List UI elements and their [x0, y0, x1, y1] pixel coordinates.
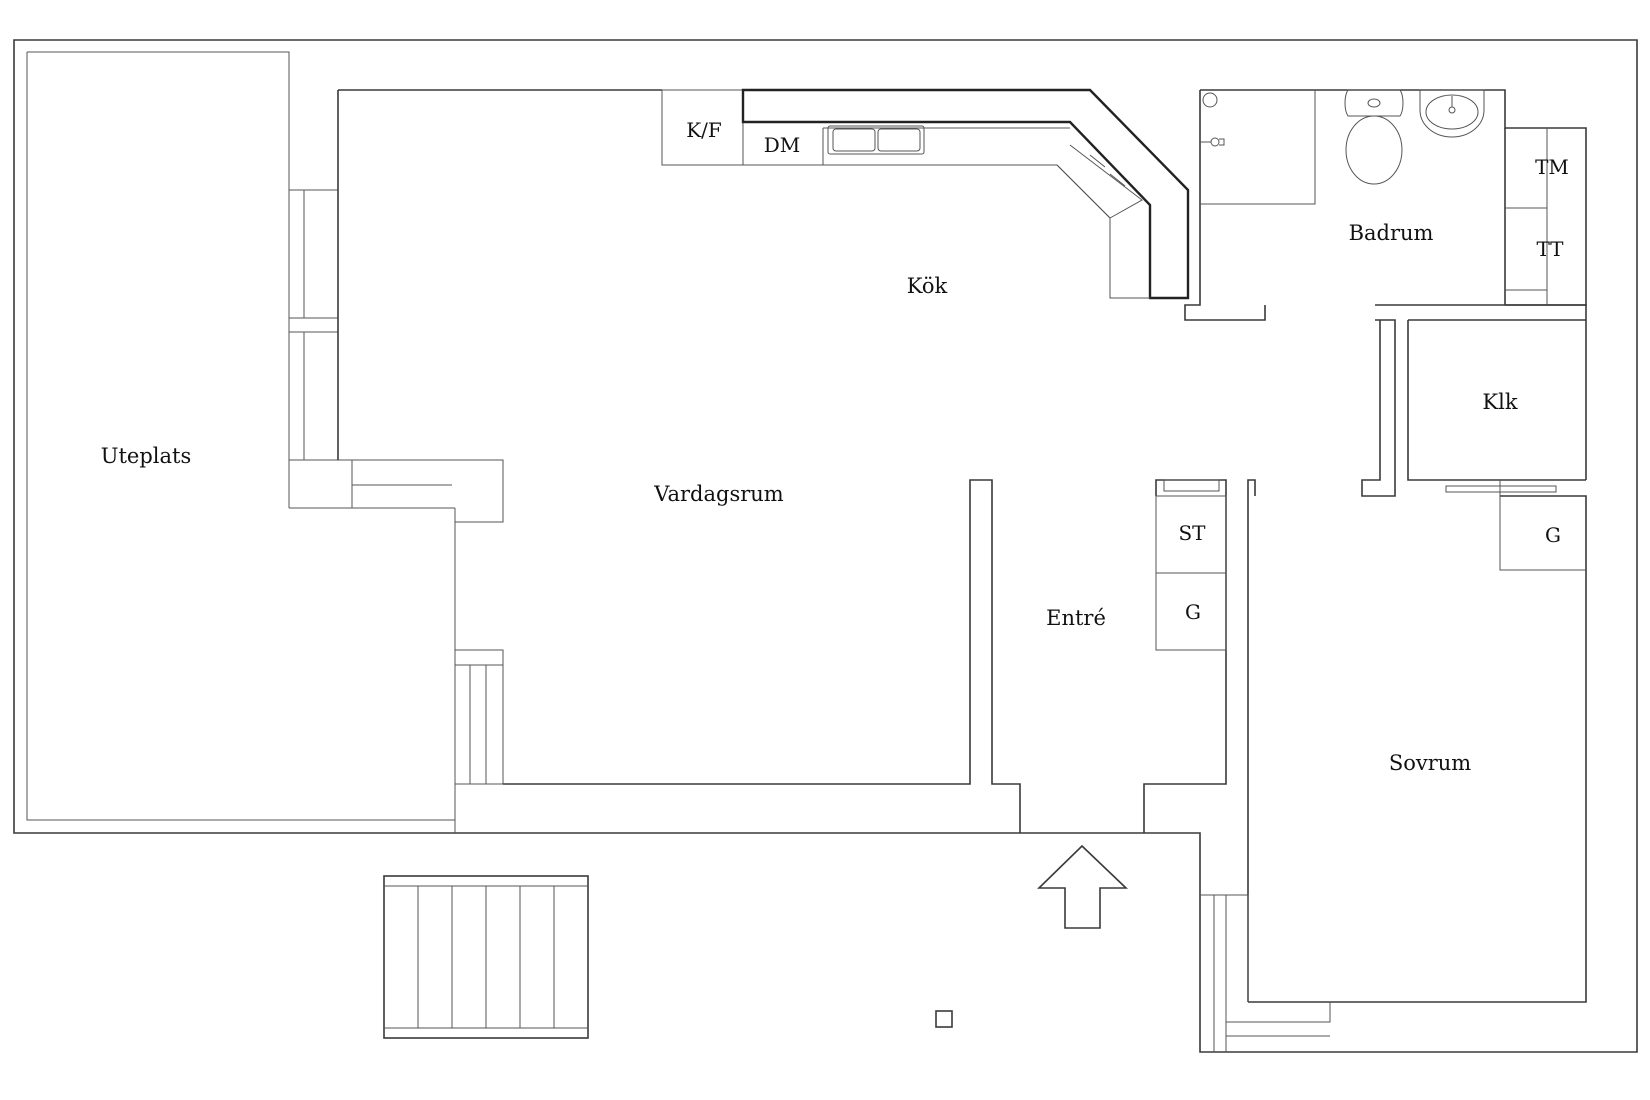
room-label-uteplats: Uteplats [101, 444, 191, 468]
post-marker [935, 1010, 953, 1028]
fixture-label-kf: K/F [686, 118, 722, 142]
fixture-label-dm: DM [764, 133, 801, 157]
exterior-wall [13, 39, 1638, 1053]
fixture-label-g-entre: G [1185, 600, 1201, 624]
washbasin-icon [1419, 89, 1485, 138]
toilet-icon [1344, 89, 1404, 185]
terrace [26, 51, 504, 833]
kitchen-counter [661, 88, 1190, 300]
room-label-entre: Entré [1046, 606, 1106, 630]
kitchen-sink-icon [827, 125, 925, 155]
entrance-storage [1155, 479, 1227, 651]
bedroom-walls [1200, 495, 1587, 1052]
outdoor-deck [383, 875, 589, 1039]
fixture-label-tm: TM [1535, 155, 1569, 179]
closet-walls [1361, 304, 1587, 497]
shower-icon [1200, 92, 1225, 147]
bathroom-walls [1184, 89, 1587, 321]
fixture-label-st: ST [1178, 521, 1206, 545]
entrance-arrow-icon [1037, 844, 1128, 929]
living-kitchen-walls [337, 89, 1256, 1002]
fixture-label-tt: TT [1536, 237, 1564, 261]
room-label-sovrum: Sovrum [1389, 751, 1471, 775]
room-label-vardagsrum: Vardagsrum [653, 482, 784, 506]
fixture-label-g-sovrum: G [1545, 523, 1561, 547]
room-label-klk: Klk [1482, 390, 1517, 414]
room-label-badrum: Badrum [1349, 221, 1434, 245]
room-label-kok: Kök [907, 274, 948, 298]
